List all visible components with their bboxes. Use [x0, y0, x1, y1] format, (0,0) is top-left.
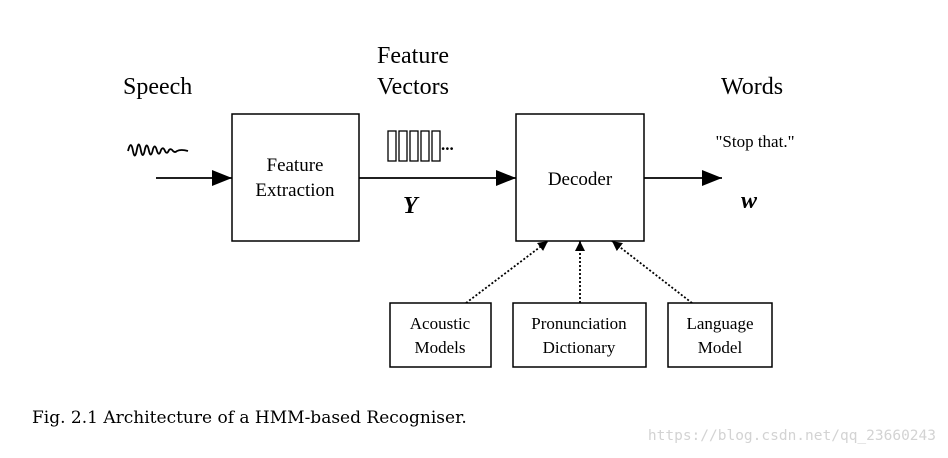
- acoustic-models-label-line1: Acoustic: [410, 314, 471, 333]
- words-label: Words: [721, 74, 783, 100]
- feature-vector-ellipsis: ...: [441, 135, 454, 154]
- y-symbol: Y: [403, 193, 420, 219]
- acoustic-models-arrow: [465, 240, 549, 304]
- speech-waveform-icon: [127, 143, 189, 157]
- feature-extraction-box: [231, 113, 360, 242]
- decoder-box: [515, 113, 645, 242]
- acoustic-models-box: [389, 302, 492, 368]
- feature-vectors-label-line2: Vectors: [377, 74, 449, 100]
- pronunciation-dictionary-box: [512, 302, 647, 368]
- language-model-box: [667, 302, 773, 368]
- figure-caption: Fig. 2.1 Architecture of a HMM-based Rec…: [32, 408, 467, 428]
- pronunciation-dictionary-label-line2: Dictionary: [543, 338, 616, 357]
- acoustic-models-label-line2: Models: [415, 338, 466, 357]
- feature-vectors-label-line1: Feature: [377, 43, 449, 69]
- feature-vector-frames-icon: [387, 130, 441, 162]
- speech-label: Speech: [123, 74, 192, 100]
- output-quote: "Stop that.": [715, 132, 794, 151]
- pronunciation-dictionary-label-line1: Pronunciation: [531, 314, 627, 333]
- source-watermark: https://blog.csdn.net/qq_23660243: [647, 428, 936, 444]
- decoder-label: Decoder: [548, 169, 613, 190]
- feature-extraction-label-line1: Feature: [267, 155, 324, 176]
- w-symbol: w: [741, 188, 758, 214]
- language-model-arrow: [611, 240, 693, 304]
- feature-extraction-label-line2: Extraction: [255, 180, 335, 201]
- language-model-label-line1: Language: [686, 314, 753, 333]
- language-model-label-line2: Model: [698, 338, 743, 357]
